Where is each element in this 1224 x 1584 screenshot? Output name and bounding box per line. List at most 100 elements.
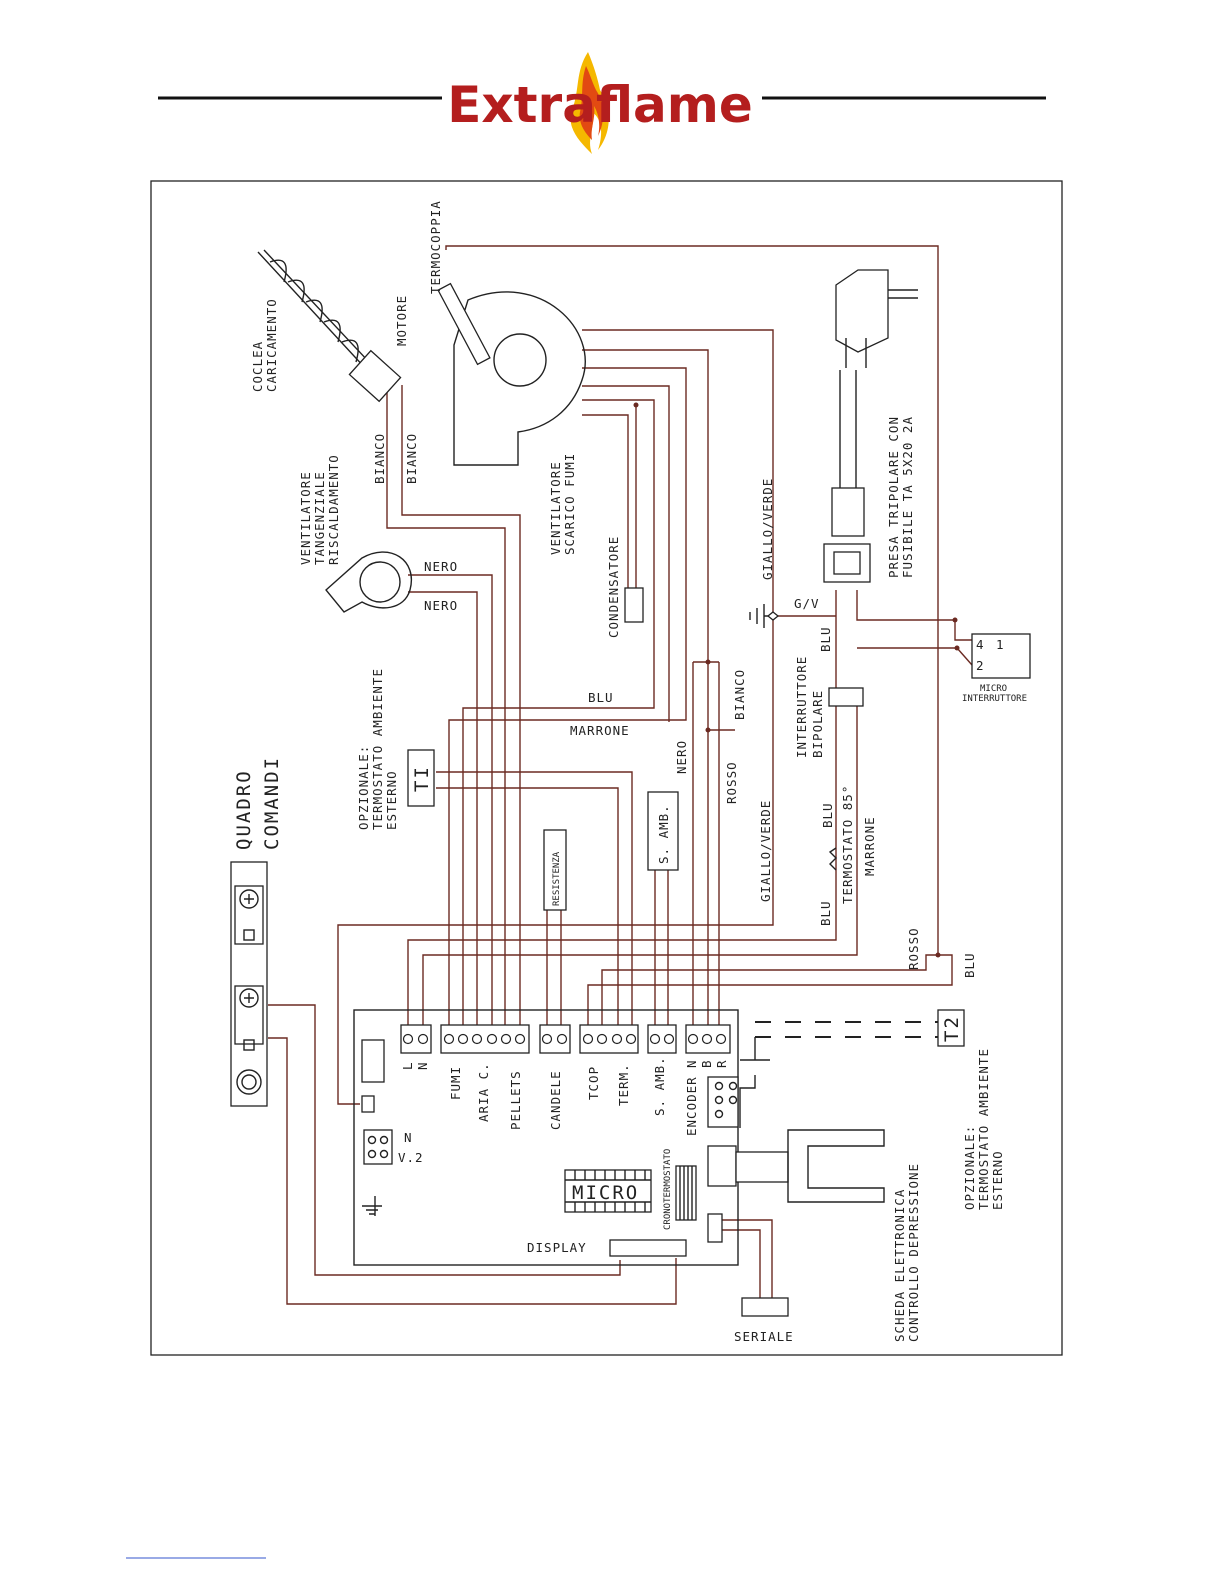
- terminal-label-encoder-r: R: [714, 1059, 729, 1068]
- wire-fumi-5: [462, 399, 655, 1025]
- plus-icon: [239, 988, 259, 1008]
- wire-depressione: [739, 1075, 756, 1128]
- label-nero-1: NERO: [424, 559, 458, 574]
- label-blu-term: BLU: [820, 802, 835, 828]
- terminal-label-encoder-n: N: [684, 1059, 699, 1068]
- wire-marrone-int: [422, 705, 858, 1025]
- label-coclea: COCLEA: [250, 341, 265, 392]
- wire-condensatore: [582, 414, 629, 590]
- label-opz-t2-2: TERMOSTATO AMBIENTE: [976, 1048, 991, 1210]
- label-presa-2: FUSIBILE TA 5X20 2A: [900, 416, 915, 578]
- wire-quadro-2: [268, 1037, 677, 1305]
- brand-logo: Extraflame: [447, 76, 753, 134]
- wire-fumi-4: [582, 385, 670, 722]
- wire-blu-int: [407, 705, 837, 1025]
- label-marrone-upper: MARRONE: [570, 723, 630, 738]
- label-opz-ti-1: OPZIONALE:: [356, 745, 371, 830]
- label-presa-1: PRESA TRIPOLARE CON: [886, 416, 901, 578]
- wire-fumi-1: [582, 329, 774, 622]
- label-micro-int-2: INTERRUTTORE: [962, 694, 1027, 704]
- label-scheda-1: SCHEDA ELETTRONICA: [892, 1189, 907, 1342]
- junction-dot: [952, 617, 958, 623]
- label-nero-3: NERO: [674, 740, 689, 774]
- label-ventilatore-tang-2: TANGENZIALE: [312, 471, 327, 565]
- t2-box: [937, 1009, 965, 1047]
- label-caricamento: CARICAMENTO: [264, 298, 279, 392]
- junction-dot: [705, 659, 711, 665]
- t2-terminal: [707, 1076, 739, 1128]
- label-blu-right: BLU: [962, 952, 977, 978]
- label-opz-t2-3: ESTERNO: [990, 1150, 1005, 1210]
- condensatore-icon: [624, 587, 644, 623]
- label-t2: T2: [941, 1015, 963, 1042]
- main-board: [353, 1009, 739, 1266]
- power-icon: [236, 1069, 262, 1095]
- t2-connector-icon: [740, 1037, 770, 1061]
- micro-chip: [564, 1169, 652, 1213]
- label-condensatore: CONDENSATORE: [606, 536, 621, 638]
- label-motore: MOTORE: [394, 295, 409, 346]
- header: Extraflame: [158, 52, 1046, 154]
- label-ti: TI: [411, 765, 433, 792]
- micro-interruttore-icon: [971, 633, 1031, 679]
- label-micro-2: 2: [976, 658, 985, 673]
- cronotermostato-block: [675, 1165, 697, 1221]
- label-display: DISPLAY: [527, 1240, 587, 1255]
- label-termocoppia: TERMOCOPPIA: [428, 200, 443, 294]
- label-blu-lower: BLU: [818, 900, 833, 926]
- board-earth-terminal: [361, 1095, 375, 1113]
- label-ventilatore-tang-1: VENTILATORE: [298, 471, 313, 565]
- wire-marrone-supply: [856, 590, 972, 641]
- label-cronotermostato: CRONOTERMOSTATO: [663, 1149, 673, 1230]
- terminal-label-aria-c: ARIA C.: [476, 1062, 491, 1122]
- label-micro-1: 1: [996, 637, 1005, 652]
- wire-micro-2: [857, 647, 973, 666]
- junction-dot: [705, 727, 711, 733]
- label-v2: V.2: [398, 1150, 424, 1165]
- terminal-label-term: TERM.: [616, 1063, 631, 1106]
- junction-dot: [935, 952, 941, 958]
- interruttore-bipolare-icon: [828, 687, 864, 707]
- terminal-label-s-amb: S. AMB.: [652, 1056, 667, 1116]
- ti-box: [407, 749, 435, 807]
- label-bianco-3: BIANCO: [732, 669, 747, 720]
- junction-dots: [633, 402, 960, 958]
- wire-tang-2: [408, 591, 478, 1025]
- label-bianco-1: BIANCO: [372, 433, 387, 484]
- label-giallo-verde-1: GIALLO/VERDE: [760, 478, 775, 580]
- diagram-frame: [150, 180, 1063, 1356]
- wires: [268, 245, 973, 1305]
- label-termostato: TERMOSTATO 85°: [840, 785, 855, 904]
- label-bianco-2: BIANCO: [404, 433, 419, 484]
- labels: COCLEA CARICAMENTO MOTORE TERMOCOPPIA BI…: [233, 200, 1027, 1344]
- display-connector: [609, 1239, 687, 1257]
- label-opz-ti-2: TERMOSTATO AMBIENTE: [370, 668, 385, 830]
- minus-icon: [243, 1039, 255, 1051]
- wire-seriale-2: [722, 1219, 773, 1298]
- junction-dot: [954, 645, 960, 651]
- label-ventilatore-fumi-1: VENTILATORE: [548, 461, 563, 555]
- wire-tang-1: [408, 574, 493, 1025]
- board-fuse-box: [361, 1039, 385, 1083]
- terminal-label-l: L: [400, 1061, 415, 1070]
- s-amb-box: [647, 791, 679, 871]
- wire-ti-2: [436, 787, 619, 1025]
- flame-logo-icon: [570, 52, 609, 154]
- label-ventilatore-tang-3: RISCALDAMENTO: [326, 454, 341, 565]
- wire-seriale-1: [722, 1229, 761, 1298]
- label-s-amb-box: S. AMB.: [656, 804, 671, 864]
- ventilatore-fumi-icon: [437, 282, 586, 466]
- plug-icon: [823, 269, 918, 583]
- terminal-label-pellets: PELLETS: [508, 1070, 523, 1130]
- wire-fumi-2: [582, 349, 709, 1025]
- seriale-connector: [741, 1297, 789, 1317]
- wire-blu-2: [587, 954, 953, 1025]
- wire-fumi-3: [448, 367, 687, 1025]
- label-seriale: SERIALE: [734, 1329, 794, 1344]
- label-nero-2: NERO: [424, 598, 458, 613]
- quadro-comandi-panel: [230, 861, 268, 1107]
- junction-dot: [633, 402, 639, 408]
- label-interruttore-2: BIPOLARE: [810, 690, 825, 758]
- scheda-depressione-icon: [735, 1129, 885, 1203]
